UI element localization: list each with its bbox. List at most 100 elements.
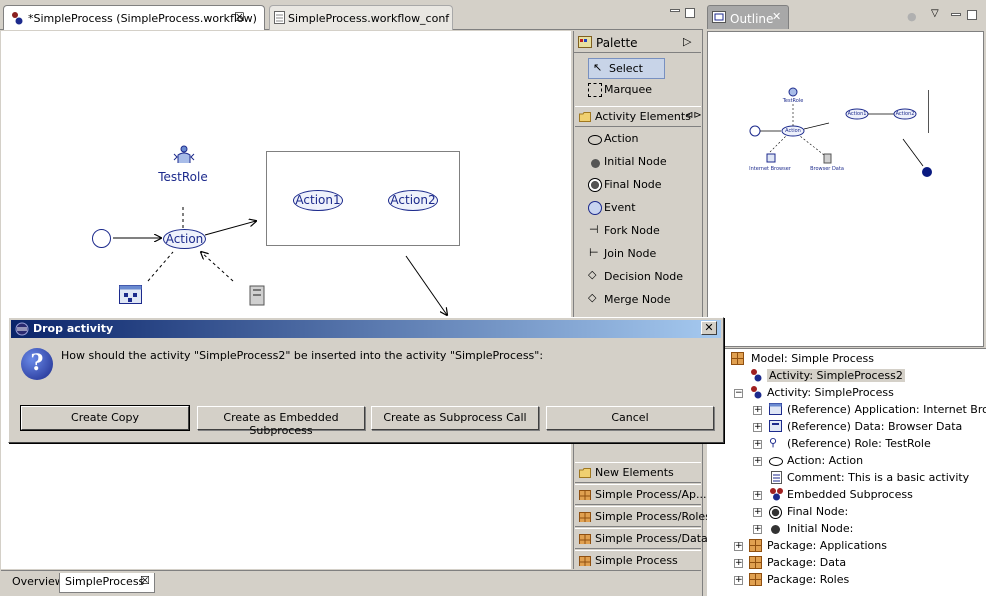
palette-item-action[interactable]: Action	[574, 129, 701, 150]
diagram-canvas[interactable]: TestRole Action Action1 Action2	[1, 31, 571, 569]
diagram-connections	[113, 151, 460, 569]
tree-item-initial-node[interactable]: Initial Node:	[769, 520, 853, 537]
drawer-label: New Elements	[595, 466, 674, 479]
tree-item-activity-simpleprocess[interactable]: Activity: SimpleProcess	[749, 384, 894, 401]
palette-item-event[interactable]: Event	[574, 198, 701, 219]
overview-label: Action1	[847, 111, 867, 117]
cancel-button[interactable]: Cancel	[546, 406, 714, 430]
overview-thumbnail	[749, 87, 932, 177]
palette-item-label: Event	[604, 201, 636, 214]
tree-item-ref-role[interactable]: ⚲ (Reference) Role: TestRole	[769, 435, 931, 452]
overview-label: Action	[785, 128, 801, 134]
action-node[interactable]: Action	[163, 229, 206, 249]
tree-item-package-roles[interactable]: Package: Roles	[749, 571, 849, 588]
tree-item-activity-simpleprocess2[interactable]: Activity: SimpleProcess2	[749, 367, 905, 384]
tab-workflow-conf[interactable]: SimpleProcess.workflow_conf	[269, 5, 453, 30]
outline-title: Outline	[730, 12, 774, 26]
minimize-button[interactable]	[670, 9, 680, 12]
expand-icon[interactable]: +	[753, 490, 762, 500]
view-menu-icon[interactable]: ▽	[931, 8, 939, 19]
action-icon	[769, 457, 783, 466]
create-embedded-subprocess-button[interactable]: Create as Embedded Subprocess	[197, 406, 365, 437]
tab-label: *SimpleProcess (SimpleProcess.workflow)	[28, 12, 257, 25]
action1-node[interactable]: Action1	[293, 190, 343, 211]
close-icon[interactable]: ✕	[772, 10, 782, 23]
drawer-activity-elements[interactable]: Activity Elements ⊲⊳	[575, 106, 702, 127]
dialog-title-bar: Drop activity ✕	[11, 320, 721, 338]
palette-item-fork-node[interactable]: ⊣ Fork Node	[574, 221, 701, 242]
expand-icon[interactable]: +	[734, 541, 743, 551]
expand-icon[interactable]: +	[753, 405, 762, 415]
comment-icon	[771, 471, 782, 484]
expand-icon[interactable]: +	[753, 507, 762, 517]
expand-icon[interactable]: +	[753, 524, 762, 534]
palette-item-merge-node[interactable]: ◇ Merge Node	[574, 290, 701, 311]
data-icon[interactable]	[247, 285, 267, 307]
application-icon[interactable]	[119, 285, 143, 305]
drawer-simple-process-roles[interactable]: Simple Process/Roles	[575, 506, 711, 527]
tree-item-ref-data[interactable]: (Reference) Data: Browser Data	[769, 418, 962, 435]
fork-node-icon: ⊣	[589, 223, 599, 236]
tree-item-model[interactable]: Model: Simple Process	[731, 350, 874, 367]
expand-icon[interactable]: +	[734, 558, 743, 568]
overview-label: Browser Data	[810, 166, 844, 172]
create-copy-button[interactable]: Create Copy	[20, 405, 190, 431]
outline-toolbar-icon[interactable]: ●	[907, 10, 917, 23]
workflow-file-icon	[12, 12, 23, 25]
palette-item-join-node[interactable]: ⊢ Join Node	[574, 244, 701, 265]
close-icon[interactable]: ☒	[234, 10, 245, 24]
palette-tool-marquee[interactable]: Marquee	[574, 80, 701, 101]
tree-item-comment[interactable]: Comment: This is a basic activity	[769, 469, 969, 486]
decision-node-icon: ◇	[588, 268, 597, 281]
close-icon[interactable]: ☒	[140, 574, 150, 587]
minimize-button[interactable]	[951, 13, 961, 16]
initial-node[interactable]	[92, 229, 111, 248]
drawer-simple-process[interactable]: Simple Process	[575, 550, 701, 571]
package-icon	[731, 352, 744, 365]
tree-item-label: Activity: SimpleProcess2	[767, 369, 905, 382]
expand-icon[interactable]: +	[753, 422, 762, 432]
palette-item-initial-node[interactable]: Initial Node	[574, 152, 701, 173]
tab-overview[interactable]: Overview	[12, 575, 64, 588]
tree-item-embedded-subprocess[interactable]: Embedded Subprocess	[769, 486, 913, 503]
role-icon[interactable]	[173, 145, 195, 165]
create-subprocess-call-button[interactable]: Create as Subprocess Call	[371, 406, 539, 430]
dialog-close-button[interactable]: ✕	[701, 321, 717, 335]
eclipse-icon	[15, 322, 29, 336]
tab-outline[interactable]: Outline ✕	[707, 5, 789, 29]
tree-item-label: Initial Node:	[787, 522, 854, 535]
tree-item-package-applications[interactable]: Package: Applications	[749, 537, 887, 554]
action-icon	[588, 135, 602, 145]
palette-item-final-node[interactable]: Final Node	[574, 175, 701, 196]
palette-collapse-icon[interactable]: ▷	[683, 35, 692, 48]
drawer-simple-process-ap[interactable]: Simple Process/Ap...	[575, 484, 707, 505]
tree-item-action[interactable]: Action: Action	[769, 452, 863, 469]
drawer-simple-process-data[interactable]: Simple Process/Data	[575, 528, 708, 549]
expand-icon[interactable]: +	[734, 575, 743, 585]
pin-icon[interactable]: ⊲⊳	[685, 110, 702, 121]
tree-item-package-data[interactable]: Package: Data	[749, 554, 846, 571]
activity-icon	[751, 369, 762, 382]
outline-overview[interactable]: TestRole Action Action1 Action2 Internet…	[707, 31, 984, 347]
tree-item-label: Package: Data	[767, 556, 847, 569]
tree-item-final-node[interactable]: Final Node:	[769, 503, 848, 520]
collapse-icon[interactable]: −	[734, 388, 743, 398]
tab-simpleprocess-workflow[interactable]: *SimpleProcess (SimpleProcess.workflow) …	[3, 5, 265, 30]
expand-icon[interactable]: +	[753, 456, 762, 466]
maximize-button[interactable]	[967, 10, 977, 20]
outline-tree[interactable]: Model: Simple Process Activity: SimplePr…	[707, 348, 986, 596]
tree-item-ref-application[interactable]: (Reference) Application: Internet Browse…	[769, 401, 986, 418]
initial-node-icon	[771, 525, 780, 534]
drawer-new-elements[interactable]: New Elements	[575, 462, 701, 483]
palette-title: Palette	[596, 36, 638, 50]
event-icon	[588, 201, 602, 215]
action2-node[interactable]: Action2	[388, 190, 438, 211]
editor-page-tabs: Overview SimpleProcess ☒	[1, 570, 701, 594]
palette-item-decision-node[interactable]: ◇ Decision Node	[574, 267, 701, 288]
expand-icon[interactable]: +	[753, 439, 762, 449]
maximize-button[interactable]	[685, 8, 695, 18]
palette-item-label: Initial Node	[604, 155, 667, 168]
tab-simpleprocess[interactable]: SimpleProcess ☒	[59, 573, 155, 593]
palette-tool-select[interactable]: ↖ Select	[588, 58, 665, 79]
package-icon	[579, 490, 591, 500]
